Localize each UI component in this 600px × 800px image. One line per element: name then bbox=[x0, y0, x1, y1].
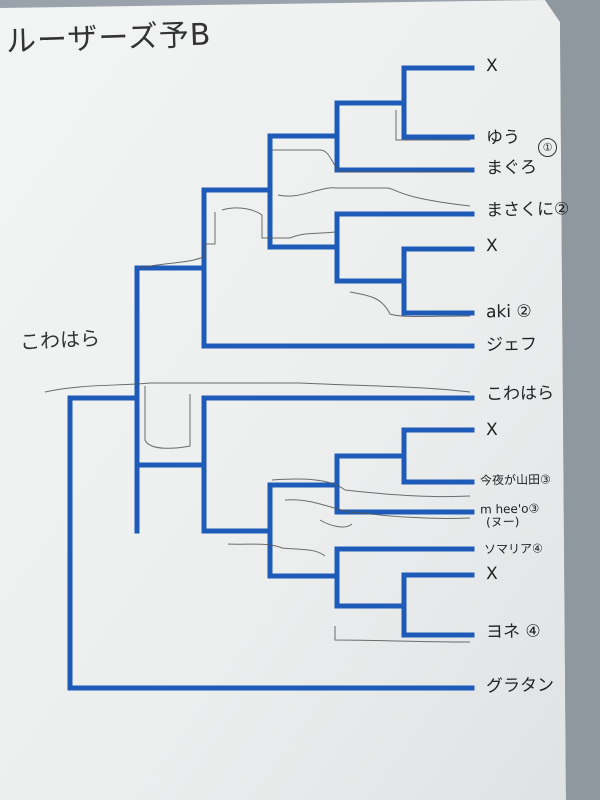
entry-13: X bbox=[485, 563, 498, 585]
entry-2: ゆう bbox=[485, 127, 521, 149]
entry-7: ジェフ bbox=[485, 334, 538, 356]
entry-1: X bbox=[485, 55, 498, 77]
entry-11-sub: (ヌー) bbox=[485, 514, 520, 530]
entry-12: ソマリア④ bbox=[483, 541, 543, 557]
entry-11: m hee'o③ bbox=[479, 501, 540, 517]
sheet-title: ルーザーズ予B bbox=[5, 17, 213, 60]
entry-15: グラタン bbox=[485, 675, 555, 697]
entry-4: まさくに② bbox=[485, 199, 570, 221]
entry-2-rank: ① bbox=[538, 138, 557, 157]
entry-6: aki ② bbox=[485, 301, 532, 323]
bracket-lines bbox=[67, 65, 475, 691]
pencil-marks bbox=[44, 110, 471, 643]
entry-10: 今夜が山田③ bbox=[479, 472, 551, 488]
entry-3: まぐろ bbox=[485, 157, 538, 179]
entry-9: X bbox=[485, 419, 498, 441]
entry-8: こわはら bbox=[485, 383, 555, 405]
entry-14: ヨネ ④ bbox=[485, 621, 541, 643]
entry-5: X bbox=[485, 235, 498, 257]
champion-name: こわはら bbox=[19, 325, 101, 355]
